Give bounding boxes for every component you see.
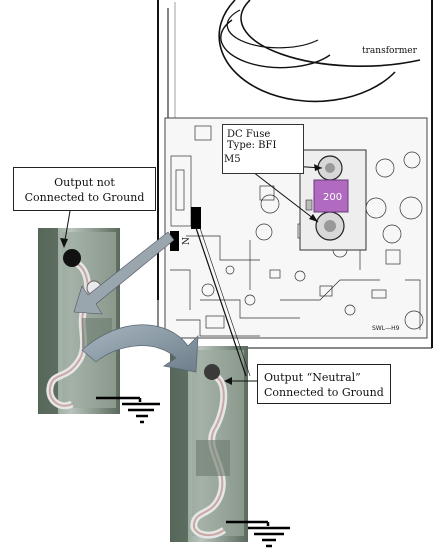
transformer-label: transformer [362,46,417,56]
neutral-terminal [191,207,201,229]
callout-left-line1: Output not [54,176,115,189]
neutral-pointer-line [195,227,247,377]
fuse-callout-type: Type: BFI [227,140,277,151]
line-terminal [170,231,179,251]
callout-right-line2: Connected to Ground [264,386,384,399]
photo-output-neutral-grounded [170,346,248,542]
callout-left-line2: Connected to Ground [24,191,145,204]
dc-fuse-body [313,179,349,213]
transformer-coil [218,0,421,103]
ground-symbol-left [96,396,160,424]
neutral-marker-label: N [181,237,192,245]
callout-output-not-grounded: Output not Connected to Ground [13,167,156,211]
fuse-callout-title: DC Fuse [227,129,271,140]
ground-symbol-right [226,520,290,548]
fuse-callout: DC Fuse Type: BFI [222,124,304,174]
pcb-panel: 200 SWL—H9 [157,0,436,349]
m5-label: M5 [224,154,241,165]
fuse-rating: 200 [323,192,342,203]
fuse-assembly: 200 [299,149,367,251]
board-code: SWL—H9 [372,325,400,332]
callout-output-neutral-grounded: Output “Neutral” Connected to Ground [257,364,391,404]
transition-arrow [81,324,199,373]
pointer-arrow-wide [73,231,175,315]
callout-right-line1: Output “Neutral” [264,371,361,384]
photo-output-not-grounded [38,228,120,414]
